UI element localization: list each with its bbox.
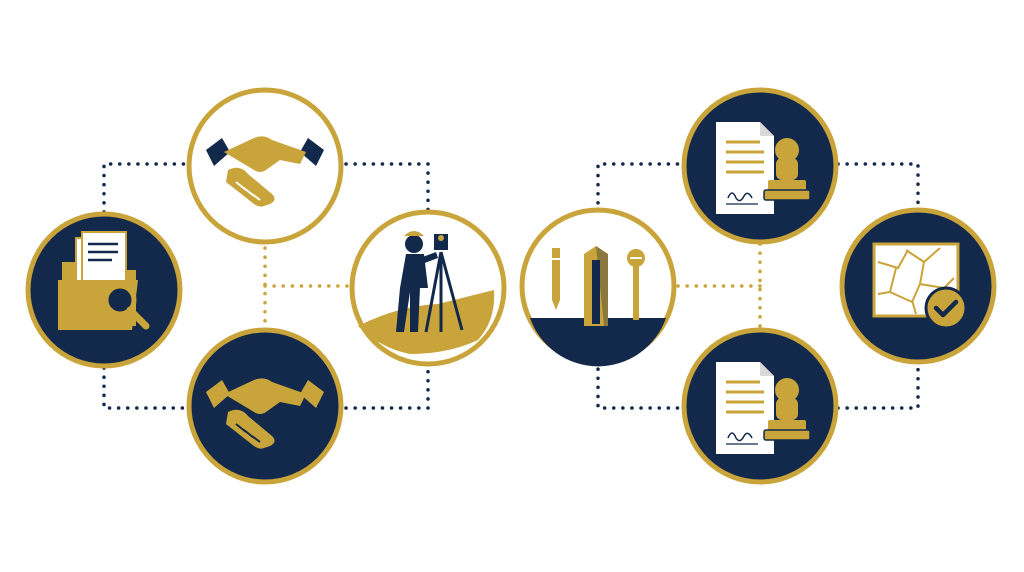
handshake-icon	[206, 378, 324, 449]
document-stamp-icon	[716, 122, 811, 214]
document-stamp-icon	[716, 362, 811, 454]
connector-r-top-right	[836, 162, 920, 212]
surveyor-icon	[358, 231, 495, 354]
connector-r-left-bottom	[596, 358, 684, 410]
node-negotiation	[186, 327, 344, 485]
right-connectors	[596, 162, 920, 410]
node-field-survey	[349, 209, 507, 367]
node-agreement	[186, 87, 344, 245]
connector-bottom-right	[344, 366, 430, 410]
handshake-icon	[206, 136, 324, 207]
node-signed-deed	[681, 87, 839, 245]
node-boundary-markers	[519, 207, 677, 367]
folder-search-icon	[58, 231, 150, 330]
node-verified-map	[839, 207, 997, 365]
connector-r-left-top	[596, 162, 684, 214]
connector-left-bottom	[102, 366, 188, 410]
boundary-marker-icon	[530, 246, 666, 367]
connector-r-bottom-right	[836, 360, 920, 410]
node-approved-deed	[681, 327, 839, 485]
connector-left-top	[102, 162, 188, 214]
connector-top-right	[344, 162, 430, 214]
left-connectors	[102, 162, 430, 410]
map-check-icon	[872, 242, 968, 330]
node-document-search	[25, 211, 183, 369]
